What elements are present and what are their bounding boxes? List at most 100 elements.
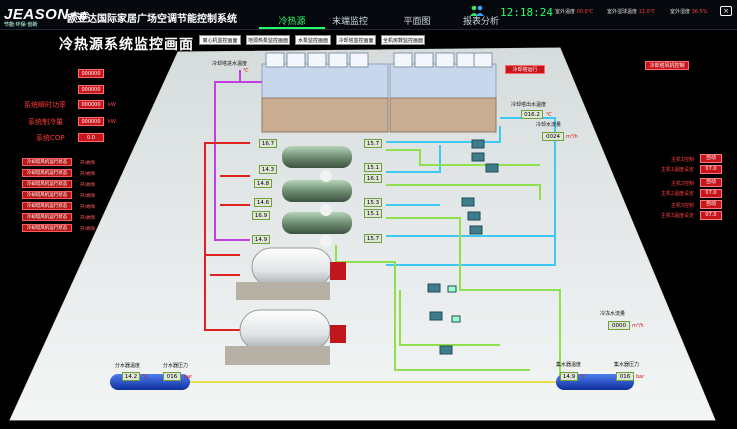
chilled-flow-label: 冷冻水流量 <box>600 311 626 317</box>
tab-heat-source[interactable]: 冷热源 <box>259 15 325 29</box>
pump-group <box>427 139 499 355</box>
chiller3-control-button[interactable]: 自动 <box>700 200 722 209</box>
alarm-row: 冷却塔风机运行状态 <box>22 180 72 188</box>
alarm-state: 开/故障 <box>80 216 96 221</box>
supply-temp-unit: ℃ <box>142 374 148 380</box>
tab-floor-plan[interactable]: 平面图 <box>403 17 431 27</box>
brand-tagline: 节能·环保·创新 <box>4 22 38 28</box>
chiller-units <box>282 146 352 247</box>
alarm-state: 开/故障 <box>80 205 96 210</box>
supply-press-unit: bar <box>184 374 193 380</box>
alarm-row: 冷却塔风机运行状态 <box>22 158 72 166</box>
alarm-state: 开/故障 <box>80 183 96 188</box>
system-cooling-value: 000000 <box>78 117 104 126</box>
supply-temp-label: 分水器温度 <box>115 363 141 369</box>
return-temp-value: 14.9 <box>560 372 578 381</box>
cooling-flow-unit: m³/h <box>566 134 578 140</box>
chiller1-control-label: 主机1控制 <box>670 157 694 163</box>
subnav-cooling-tower[interactable]: 冷却塔监控画面 <box>336 35 376 45</box>
cooling-tower-outlet-unit: ℃ <box>546 112 552 118</box>
subnav-full-plant[interactable]: 全机房数监控画面 <box>381 35 425 45</box>
chiller-temp: 14.8 <box>254 179 272 188</box>
system-cooling-unit: kW <box>108 119 116 125</box>
chiller1-control-button[interactable]: 自动 <box>700 154 722 163</box>
subnav-pumps[interactable]: 水泵监控画面 <box>295 35 331 45</box>
subnav-ground-source[interactable]: 地源热泵监控画面 <box>246 35 290 45</box>
chiller2-setpoint-label: 主机2温度设定 <box>660 191 694 197</box>
supply-temp-value: 14.2 <box>122 372 140 381</box>
supply-press-label: 分水器压力 <box>163 363 189 369</box>
alarm-row: 冷却塔风机运行状态 <box>22 169 72 177</box>
chiller2-control-label: 主机2控制 <box>670 181 694 187</box>
chiller3-control-label: 主机3控制 <box>670 203 694 209</box>
chiller1-setpoint-input[interactable]: 07.0 <box>700 165 722 174</box>
chiller3-setpoint-label: 主机3温度设定 <box>660 213 694 219</box>
return-press-label: 集水器压力 <box>614 362 640 368</box>
top-bar: JEASON杰森 节能·环保·创新 欧亚达国际家居广场空调节能控制系统 冷热源 … <box>0 0 737 30</box>
cooling-tower-fan-control-button[interactable]: 冷却塔风机控制 <box>645 61 689 70</box>
page-title: 冷热源系统监控画面 <box>59 37 194 53</box>
users-icon[interactable] <box>470 5 484 17</box>
supply-press-value: 016 <box>163 372 181 381</box>
alarm-state: 开/故障 <box>80 227 96 232</box>
chiller-temp: 16.9 <box>252 211 270 220</box>
cooling-flow-value: 0024 <box>542 132 564 141</box>
left-box-1: 000000 <box>78 69 104 78</box>
return-temp-label: 集水器温度 <box>556 362 582 368</box>
cooling-tower-inlet-unit: ℃ <box>243 68 249 74</box>
chiller2-control-button[interactable]: 自动 <box>700 178 722 187</box>
tab-terminal[interactable]: 末端监控 <box>331 17 368 27</box>
boiler-units <box>225 247 346 365</box>
system-cooling-label: 系统制冷量 <box>28 118 63 126</box>
clock: 12:18:24 <box>500 6 553 19</box>
brand-logo: JEASON杰森 节能·环保·创新 <box>4 6 88 28</box>
system-power-label: 系统瞬时功率 <box>24 101 66 109</box>
brand-name: JEASON <box>4 6 69 23</box>
chiller-temp: 14.3 <box>259 165 277 174</box>
system-cop-value: 0.0 <box>78 133 104 142</box>
brand-suffix: 杰森 <box>68 11 88 21</box>
cooling-tower-outlet-value: 016.2 <box>521 110 543 119</box>
return-press-unit: bar <box>636 374 645 380</box>
chilled-flow-unit: m³/h <box>632 323 644 329</box>
chiller-temp: 14.9 <box>252 235 270 244</box>
app-title: 欧亚达国际家居广场空调节能控制系统 <box>67 14 237 25</box>
chiller-temp: 14.6 <box>254 198 272 207</box>
chiller2-setpoint-input[interactable]: 07.0 <box>700 189 722 198</box>
tab-report[interactable]: 报表分析 <box>462 17 499 27</box>
alarm-row: 冷却塔风机运行状态 <box>22 213 72 221</box>
alarm-row: 冷却塔风机运行状态 <box>22 191 72 199</box>
chiller3-setpoint-input[interactable]: 07.0 <box>700 211 722 220</box>
alarm-row: 冷却塔风机运行状态 <box>22 224 72 232</box>
chiller-temp: 15.3 <box>364 198 382 207</box>
cooling-flow-label: 冷却水流量 <box>536 122 562 128</box>
cooling-tower-run-badge: 冷却塔运行 <box>505 65 545 74</box>
return-press-value: 016 <box>616 372 634 381</box>
system-power-unit: kW <box>108 102 116 108</box>
chiller-temp: 15.1 <box>364 163 382 172</box>
close-icon[interactable]: × <box>720 6 732 16</box>
cooling-tower-group <box>261 52 497 133</box>
chiller-temp: 16.1 <box>364 174 382 183</box>
outdoor-temp: 室外温度 00.0℃ <box>555 9 594 15</box>
alarm-state: 开/故障 <box>80 161 96 166</box>
alarm-state: 开/故障 <box>80 194 96 199</box>
cooling-tower-inlet-label: 冷却塔进水温度 <box>212 61 248 67</box>
alarm-row: 冷却塔风机运行状态 <box>22 202 72 210</box>
subnav-centrifugal[interactable]: 离心机监控画面 <box>199 35 241 45</box>
chiller-temp: 15.7 <box>364 234 382 243</box>
outdoor-wet-bulb: 室外湿球温度 11.0℃ <box>607 9 656 15</box>
cooling-tower-outlet-label: 冷却塔出水温度 <box>511 102 547 108</box>
left-box-2: 000000 <box>78 85 104 94</box>
system-cop-label: 系统COP <box>36 134 65 142</box>
alarm-state: 开/故障 <box>80 172 96 177</box>
system-power-value: 000000 <box>78 100 104 109</box>
chiller-temp: 16.7 <box>259 139 277 148</box>
chiller-temp: 15.1 <box>364 209 382 218</box>
chiller1-setpoint-label: 主机1温度设定 <box>660 167 694 173</box>
return-temp-unit: ℃ <box>580 374 586 380</box>
chiller-temp: 15.7 <box>364 139 382 148</box>
chilled-flow-value: 0000 <box>608 321 630 330</box>
outdoor-humidity: 室外湿度 36.5% <box>670 9 708 15</box>
